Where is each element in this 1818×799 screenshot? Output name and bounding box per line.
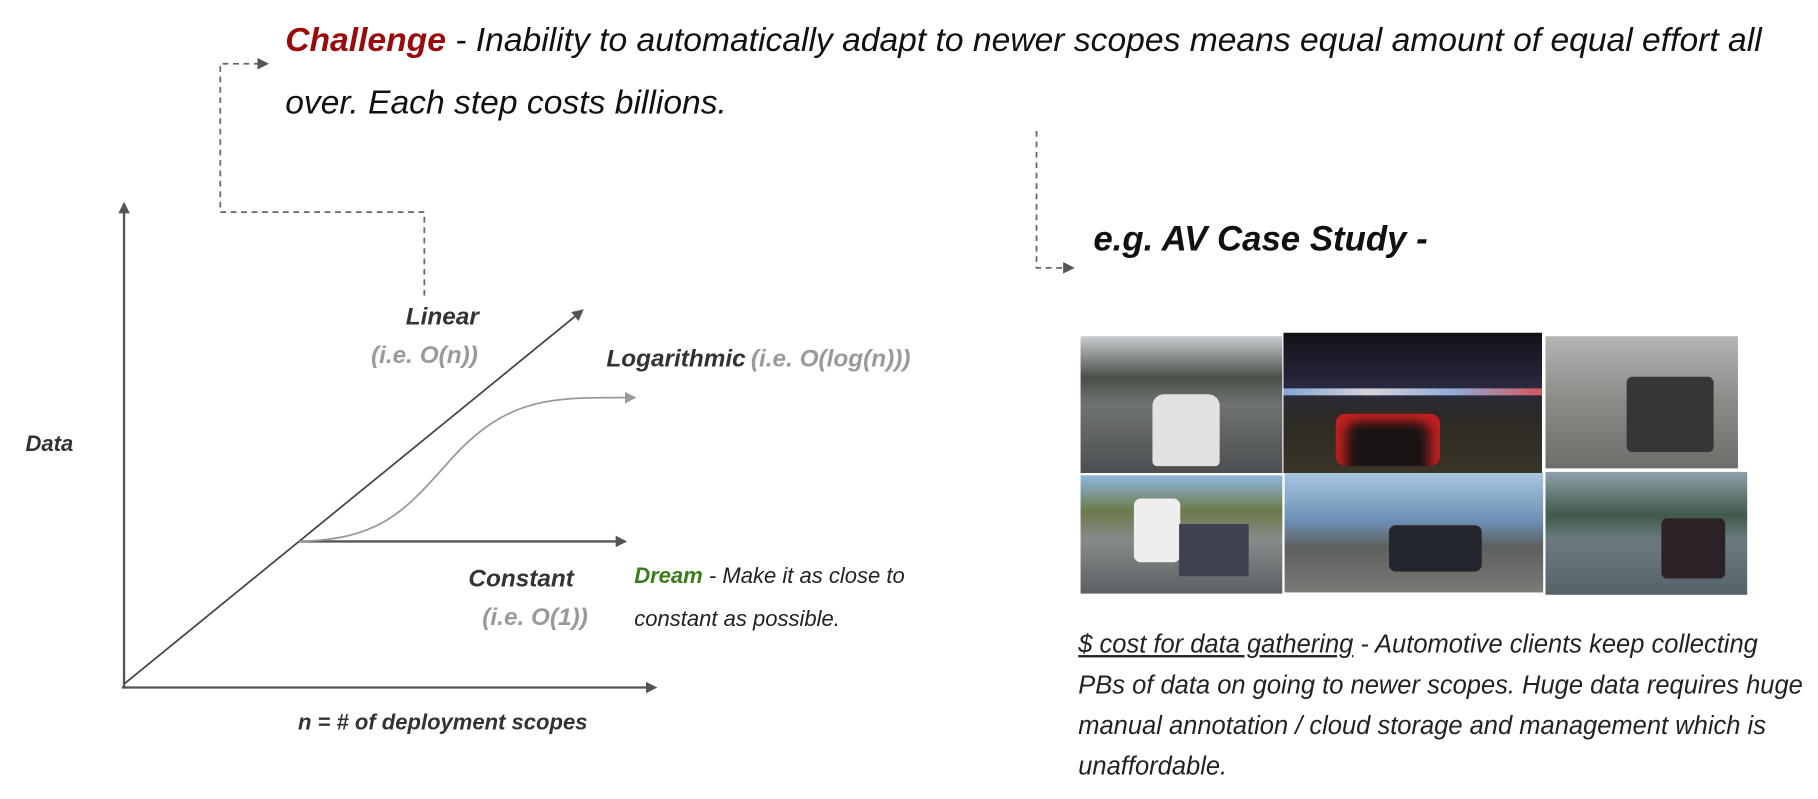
cost-description: - Automotive clients keep collecting PBs… <box>1078 629 1803 781</box>
cost-paragraph: $ cost for data gathering - Automotive c… <box>1078 624 1808 786</box>
dream-text: Dream - Make it as close to <box>634 565 905 591</box>
photo-van-with-trailer <box>1080 475 1283 594</box>
linear-line <box>123 309 584 685</box>
constant-label: Constant <box>468 565 574 593</box>
constant-note: (i.e. O(1)) <box>482 604 588 631</box>
photo-rainy-pickup <box>1545 471 1748 595</box>
dream-line-1: - Make it as close to <box>702 564 905 589</box>
challenge-label: Challenge <box>285 22 446 60</box>
x-axis-label: n = # of deployment scopes <box>297 710 588 736</box>
logarithmic-curve <box>299 391 637 543</box>
photo-night-traffic <box>1283 332 1543 474</box>
dream-line-2: constant as possible. <box>634 607 840 632</box>
linear-note: (i.e. O(n)) <box>371 342 478 369</box>
logarithmic-label: Logarithmic <box>606 345 746 373</box>
cost-label: $ cost for data gathering <box>1078 629 1354 659</box>
photo-dark-suv-blue-sky <box>1284 473 1544 593</box>
y-axis-label: Data <box>25 432 74 457</box>
photo-highway-white-sedan <box>1080 336 1283 474</box>
case-study-title: e.g. AV Case Study - <box>1093 220 1428 259</box>
challenge-text: Challenge - Inability to automatically a… <box>285 9 1792 134</box>
connector-case-study <box>1035 131 1075 274</box>
challenge-description: - Inability to automatically adapt to ne… <box>285 22 1762 122</box>
logarithmic-note: (i.e. O(log(n))) <box>750 345 911 373</box>
photo-foggy-pickup <box>1545 336 1738 469</box>
logarithmic-label-group: Logarithmic (i.e. O(log(n))) <box>606 346 910 374</box>
linear-label: Linear <box>405 303 479 331</box>
dream-label: Dream <box>634 564 703 589</box>
connector-challenge <box>219 57 426 296</box>
